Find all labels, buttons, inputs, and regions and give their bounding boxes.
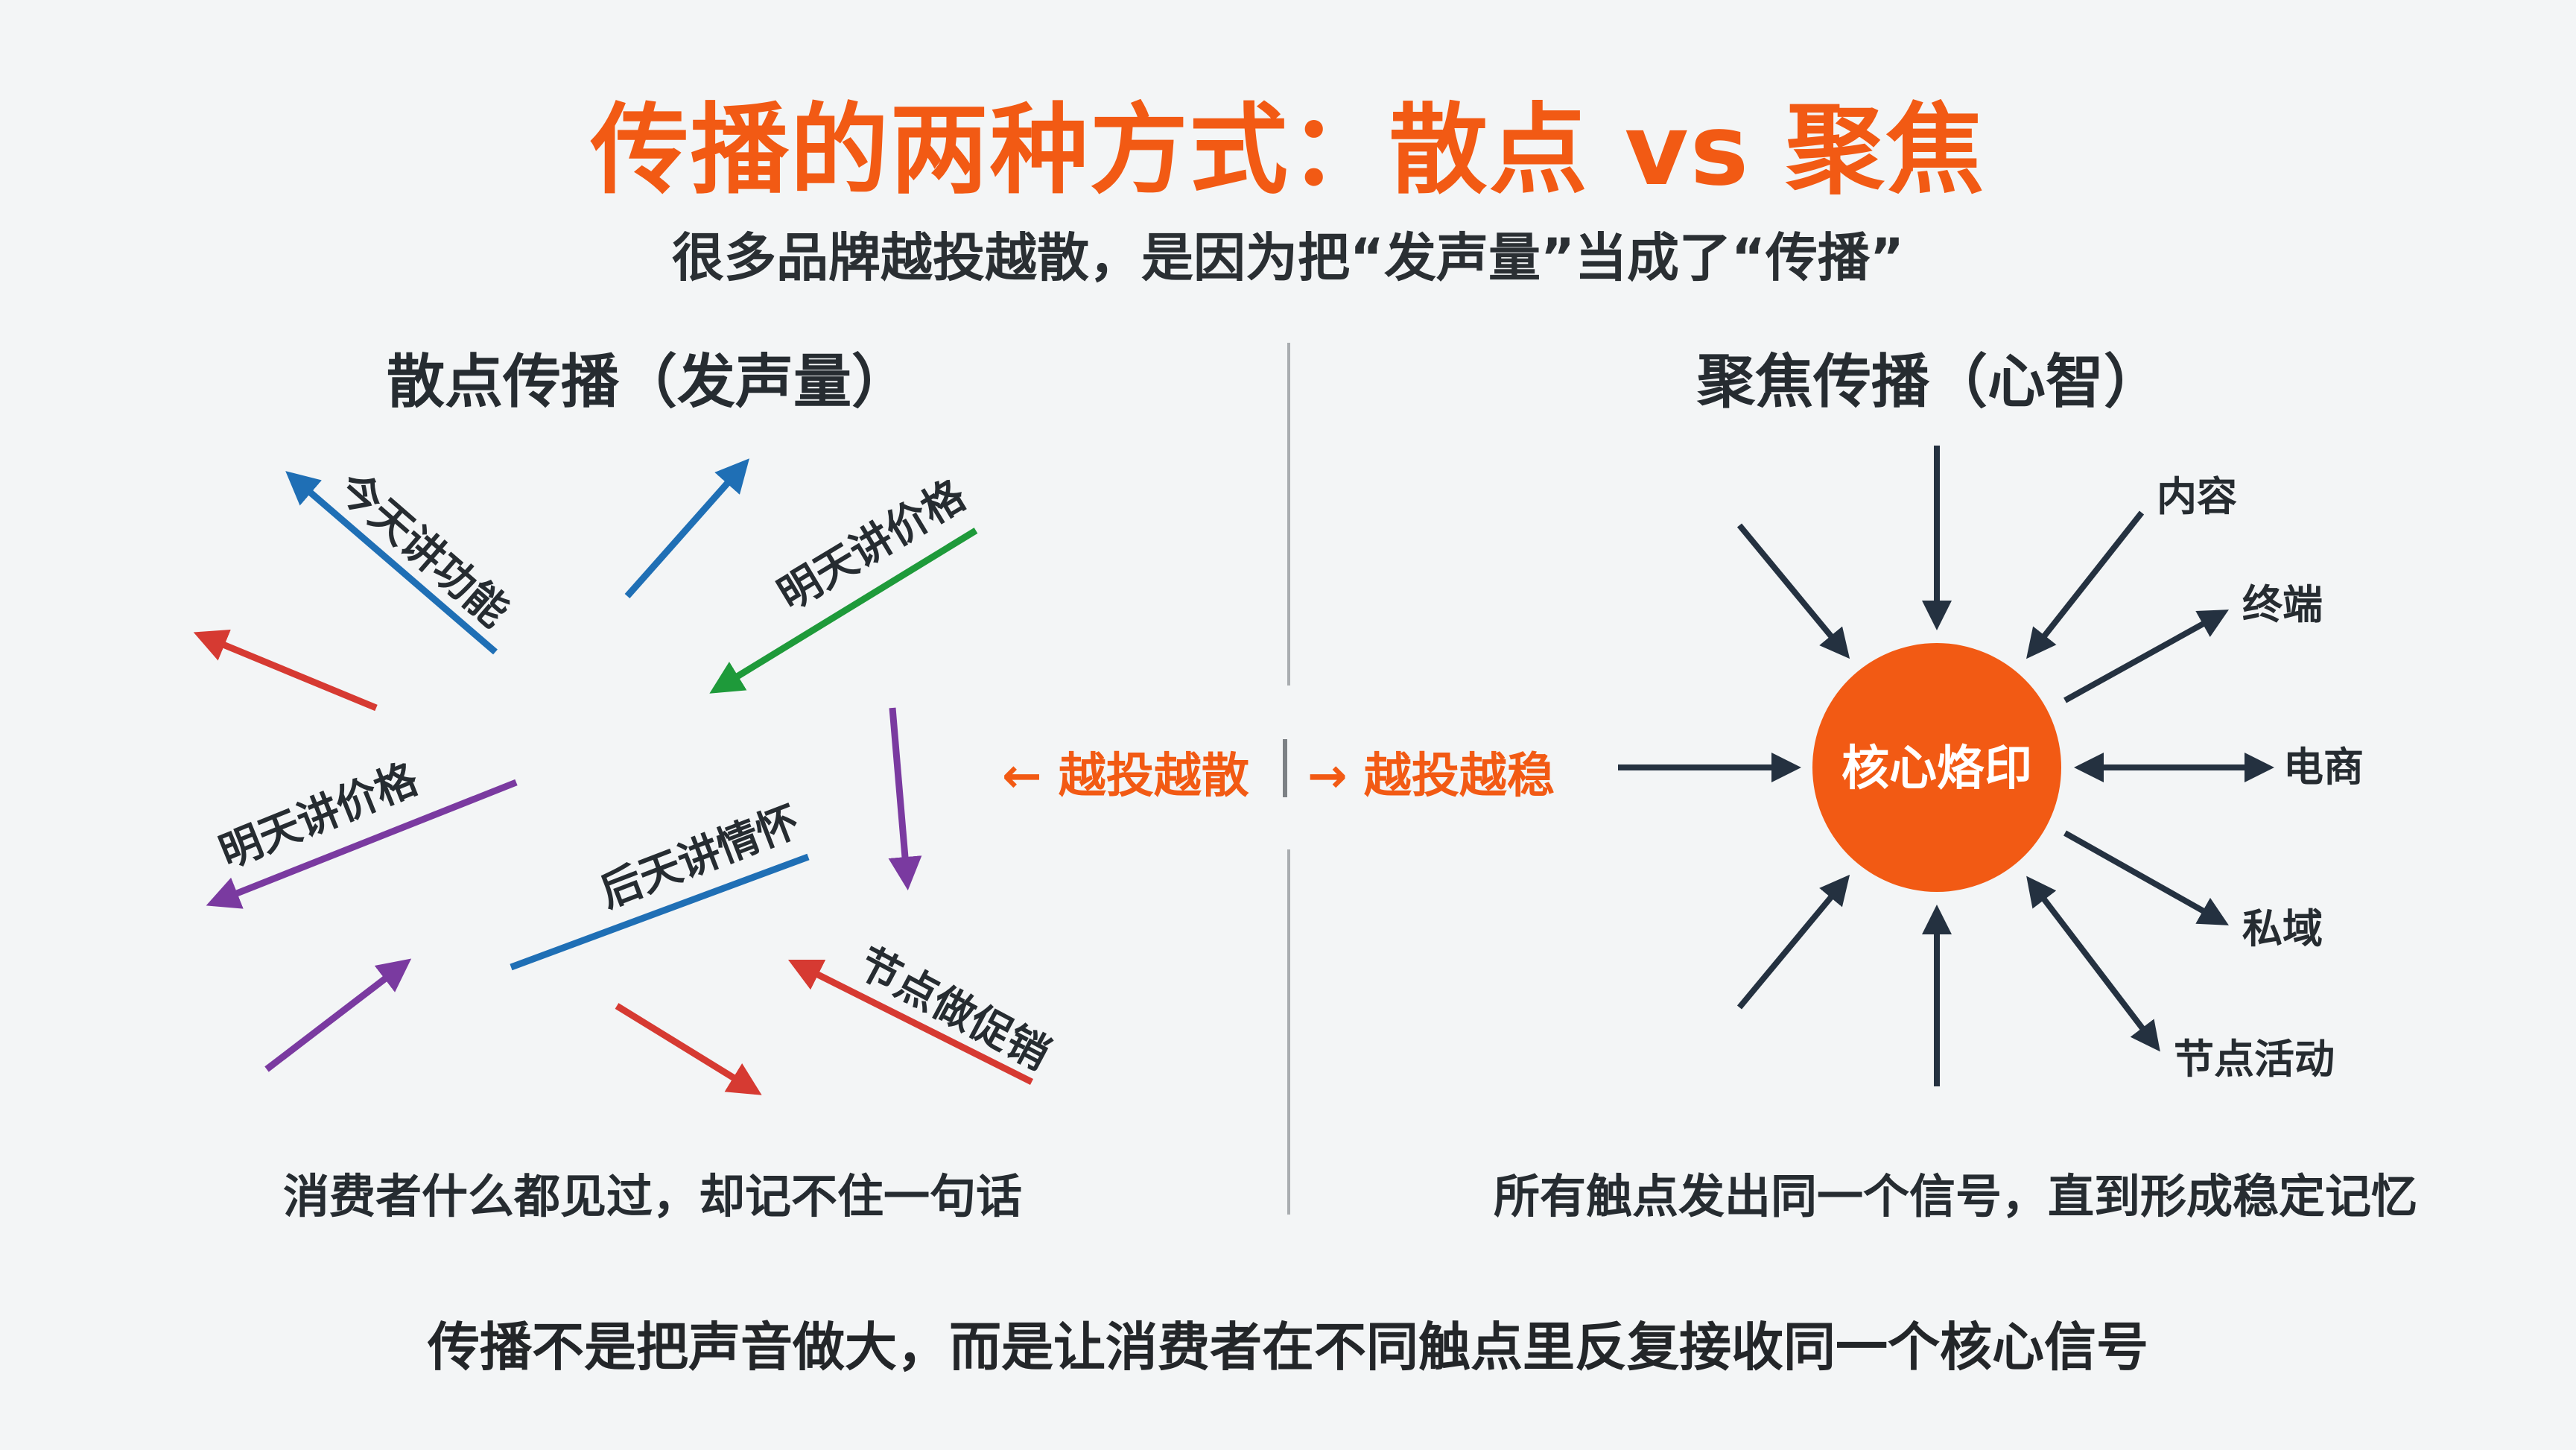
focus-arrow-in	[1736, 874, 1850, 1010]
core-hub-circle	[1812, 643, 2061, 892]
scatter-result-label: ← 越投越散	[1002, 749, 1249, 804]
scatter-arrow	[624, 458, 749, 598]
channel-label-private: 私域	[2242, 905, 2323, 952]
channel-arrow-private	[2063, 830, 2229, 925]
focus-arrow-in	[1736, 523, 1850, 659]
scatter-arrow	[615, 1003, 762, 1095]
channel-label-event: 节点活动	[2174, 1036, 2335, 1083]
center-divider-bottom	[1287, 849, 1290, 1215]
channel-arrow-event	[2026, 876, 2160, 1052]
scatter-arrow	[264, 958, 412, 1072]
left-panel-heading: 散点传播（发声量）	[386, 349, 910, 416]
scatter-arrow	[888, 707, 922, 890]
page-title: 传播的两种方式：散点 vs 聚焦	[590, 93, 1986, 208]
scatter-arrow	[285, 471, 498, 655]
middle-separator	[1283, 739, 1287, 797]
core-hub-label: 核心烙印	[1841, 741, 2032, 797]
channel-label-ecommerce: 电商	[2283, 744, 2364, 791]
scatter-arrow	[510, 853, 810, 971]
channel-label-terminal: 终端	[2242, 581, 2323, 628]
focus-result-label: → 越投越稳	[1307, 749, 1555, 804]
page-subtitle: 很多品牌越投越散，是因为把“发声量”当成了“传播”	[671, 227, 1905, 288]
right-panel-heading: 聚焦传播（心智）	[1696, 349, 2162, 416]
footer-statement: 传播不是把声音做大，而是让消费者在不同触点里反复接收同一个核心信号	[428, 1317, 2148, 1378]
scatter-arrow	[206, 779, 518, 909]
left-panel-caption: 消费者什么都见过，却记不住一句话	[283, 1169, 1023, 1223]
arrow-label-function: 今天讲功能	[329, 463, 518, 637]
scatter-arrow	[709, 528, 978, 694]
scatter-arrows: 今天讲功能 明天讲价格 明天讲价格 后天讲情怀 节点做促销	[193, 458, 1057, 1095]
center-divider-top	[1287, 343, 1290, 686]
focus-diagram: 核心烙印 内容 终端 电商 私域 节点活动	[1618, 446, 2364, 1086]
scatter-arrow	[787, 959, 1034, 1086]
channel-label-content: 内容	[2157, 473, 2237, 520]
right-panel-caption: 所有触点发出同一个信号，直到形成稳定记忆	[1494, 1169, 2418, 1223]
channel-arrow-terminal	[2063, 610, 2229, 703]
channel-arrow-content	[2026, 510, 2145, 659]
scatter-arrow	[193, 629, 378, 712]
